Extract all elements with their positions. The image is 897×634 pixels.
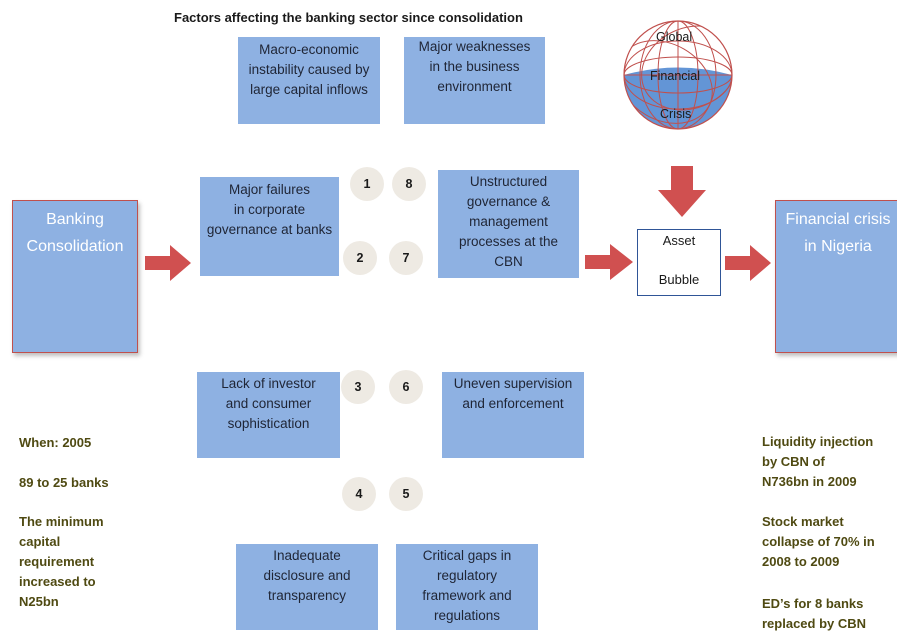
factor-number-1: 1 [350,167,384,201]
macro-economic-box: Macro-economic instability caused by lar… [238,37,380,124]
investor-sophistication-box: Lack of investor and consumer sophistica… [197,372,340,458]
banking-consolidation-label: Banking Consolidation [26,211,124,255]
note-banks: 89 to 25 banks [19,475,109,490]
arrow-right-icon [145,245,191,281]
disclosure-box: Inadequate disclosure and transparency [236,544,378,630]
arrow-right-icon [725,245,771,281]
factor-number-3: 3 [341,370,375,404]
supervision-label: Uneven supervision and enforcement [453,376,573,411]
asset-bubble-line1: Asset [662,233,696,248]
factor-number-5: 5 [389,477,423,511]
globe-label-financial: Financial [650,69,700,83]
corporate-governance-box: Major failures in corporate governance a… [200,177,339,276]
investor-sophistication-label: Lack of investor and consumer sophistica… [221,376,316,431]
business-weakness-label: Major weaknesses in the business environ… [418,39,531,94]
note-stock-market: Stock market collapse of 70% in 2008 to … [762,514,875,569]
asset-bubble-box: Asset Bubble [637,229,721,296]
factor-number-2: 2 [343,241,377,275]
asset-bubble-line2: Bubble [658,272,700,287]
page-title: Factors affecting the banking sector sin… [174,10,523,25]
arrow-right-icon [585,244,633,280]
factor-number-8: 8 [392,167,426,201]
arrow-down-icon [658,166,706,217]
note-liquidity: Liquidity injection by CBN of N736bn in … [762,434,874,489]
globe-icon [623,20,733,130]
factor-number-7: 7 [389,241,423,275]
disclosure-label: Inadequate disclosure and transparency [263,548,351,603]
cbn-governance-box: Unstructured governance & management pro… [438,170,579,278]
globe-label-crisis: Crisis [660,107,691,121]
globe-label-global: Global [656,30,692,44]
macro-economic-label: Macro-economic instability caused by lar… [248,42,370,97]
note-capital: The minimum capital requirement increase… [19,514,104,609]
supervision-box: Uneven supervision and enforcement [442,372,584,458]
cbn-governance-label: Unstructured governance & management pro… [458,174,559,269]
note-when: When: 2005 [19,435,92,450]
business-weakness-box: Major weaknesses in the business environ… [404,37,545,124]
financial-crisis-box: Financial crisis in Nigeria [775,200,897,353]
regulatory-gaps-label: Critical gaps in regulatory framework an… [422,548,512,623]
factor-number-4: 4 [342,477,376,511]
corporate-governance-label: Major failures in corporate governance a… [206,182,333,237]
regulatory-gaps-box: Critical gaps in regulatory framework an… [396,544,538,630]
factor-number-6: 6 [389,370,423,404]
note-eds-replaced: ED’s for 8 banks replaced by CBN [762,596,867,631]
financial-crisis-label: Financial crisis in Nigeria [785,211,891,255]
banking-consolidation-box: Banking Consolidation [12,200,138,353]
